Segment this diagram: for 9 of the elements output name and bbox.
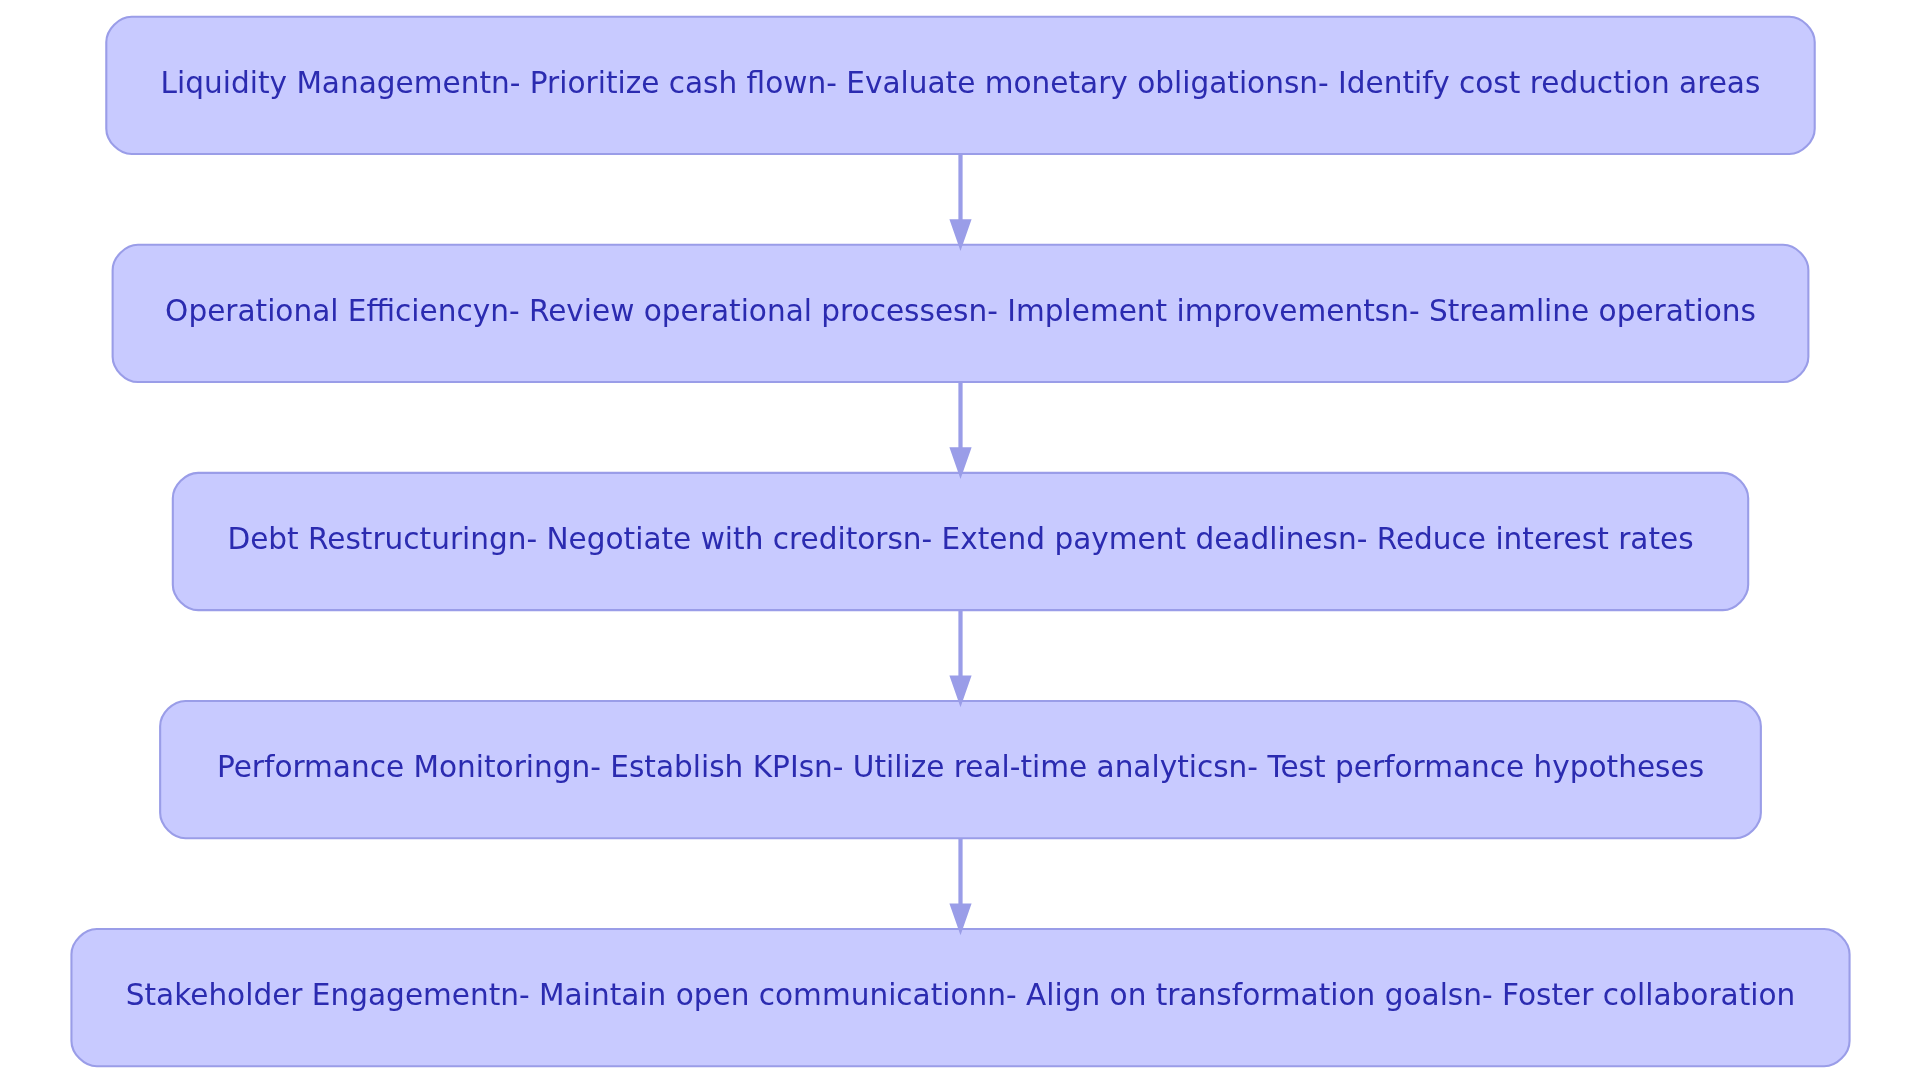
arrow <box>948 154 972 251</box>
arrow <box>948 610 972 708</box>
node-box: Liquidity Managementn- Prioritize cash flown- Evaluate monetary obligationsn- Identify cost reduction areas <box>104 15 1816 156</box>
arrow <box>948 838 972 936</box>
node-box: Operational Efficiencyn- Review operational processesn- Implement improvementsn- Streamline operations <box>111 243 1809 384</box>
node-box: Stakeholder Engagementn- Maintain open communicationn- Align on transformation goalsn- Foster collaboration <box>69 927 1851 1068</box>
node-box: Performance Monitoringn- Establish KPIsn- Utilize real-time analyticsn- Test performance hypotheses <box>158 699 1762 840</box>
node-box: Debt Restructuringn- Negotiate with creditorsn- Extend payment deadlinesn- Reduce interest rates <box>171 471 1749 612</box>
arrow <box>948 382 972 480</box>
